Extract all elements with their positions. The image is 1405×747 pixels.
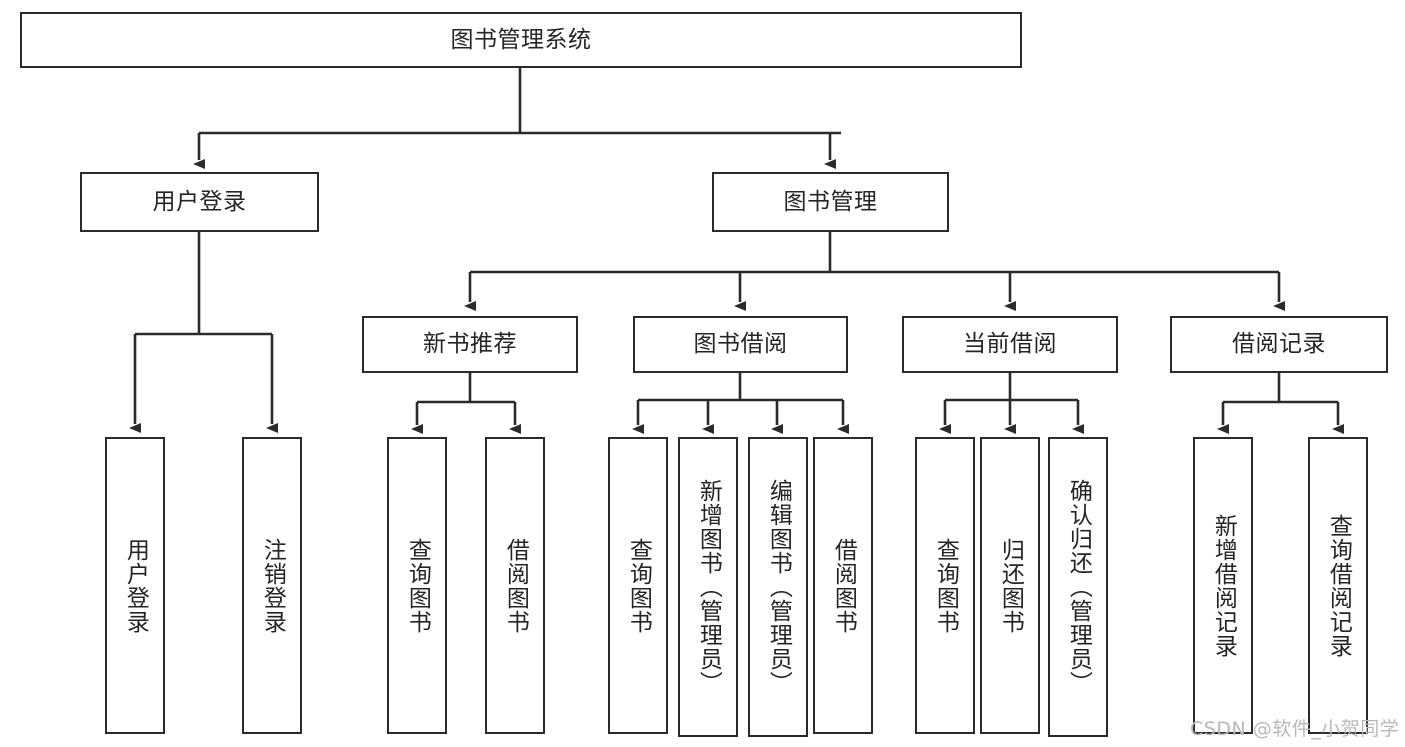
node-leaf-confirm-return[interactable]: 确认归还（管理员）: [1048, 437, 1108, 737]
node-leaf-borrow-book-2-label: 借阅图书: [830, 537, 857, 634]
node-leaf-edit-book-label: 编辑图书（管理员）: [765, 479, 792, 695]
node-leaf-borrow-book-1[interactable]: 借阅图书: [485, 437, 545, 734]
node-user-login[interactable]: 用户登录: [80, 172, 319, 232]
node-book-borrow-label: 图书借阅: [693, 331, 788, 357]
node-leaf-return-book-label: 归还图书: [997, 537, 1024, 634]
node-leaf-add-book[interactable]: 新增图书（管理员）: [678, 437, 738, 737]
node-book-manage[interactable]: 图书管理: [712, 172, 949, 232]
node-leaf-borrow-book-1-label: 借阅图书: [502, 537, 529, 634]
node-leaf-user-login-label: 用户登录: [122, 537, 149, 634]
node-leaf-logout-label: 注销登录: [259, 537, 286, 634]
node-root-label: 图书管理系统: [450, 26, 592, 53]
node-leaf-borrow-book-2[interactable]: 借阅图书: [813, 437, 873, 734]
node-leaf-query-book-1-label: 查询图书: [404, 537, 431, 634]
node-leaf-confirm-return-label: 确认归还（管理员）: [1065, 479, 1092, 695]
node-current-borrow[interactable]: 当前借阅: [902, 316, 1118, 373]
node-new-book-recommend-label: 新书推荐: [423, 331, 517, 357]
node-leaf-logout[interactable]: 注销登录: [242, 437, 302, 734]
node-leaf-add-record-label: 新增借阅记录: [1210, 513, 1237, 658]
node-user-login-label: 用户登录: [152, 188, 247, 215]
node-borrow-record[interactable]: 借阅记录: [1170, 316, 1388, 373]
node-book-manage-label: 图书管理: [783, 188, 878, 215]
node-new-book-recommend[interactable]: 新书推荐: [362, 316, 578, 373]
node-leaf-query-book-1[interactable]: 查询图书: [387, 437, 447, 734]
node-borrow-record-label: 借阅记录: [1232, 331, 1326, 357]
node-leaf-user-login[interactable]: 用户登录: [105, 437, 165, 734]
node-leaf-query-record-label: 查询借阅记录: [1325, 513, 1352, 658]
node-leaf-add-record[interactable]: 新增借阅记录: [1193, 437, 1253, 734]
node-leaf-query-book-3-label: 查询图书: [932, 537, 959, 634]
node-book-borrow[interactable]: 图书借阅: [633, 316, 848, 373]
node-leaf-query-book-2-label: 查询图书: [625, 537, 652, 634]
node-root[interactable]: 图书管理系统: [20, 12, 1022, 68]
node-leaf-add-book-label: 新增图书（管理员）: [695, 479, 722, 695]
node-leaf-return-book[interactable]: 归还图书: [980, 437, 1040, 734]
csdn-watermark: CSDN @软件_小贺同学: [1190, 718, 1400, 740]
node-leaf-query-record[interactable]: 查询借阅记录: [1308, 437, 1368, 734]
node-leaf-edit-book[interactable]: 编辑图书（管理员）: [748, 437, 808, 737]
node-leaf-query-book-2[interactable]: 查询图书: [608, 437, 668, 734]
node-current-borrow-label: 当前借阅: [963, 331, 1057, 357]
node-leaf-query-book-3[interactable]: 查询图书: [915, 437, 975, 734]
